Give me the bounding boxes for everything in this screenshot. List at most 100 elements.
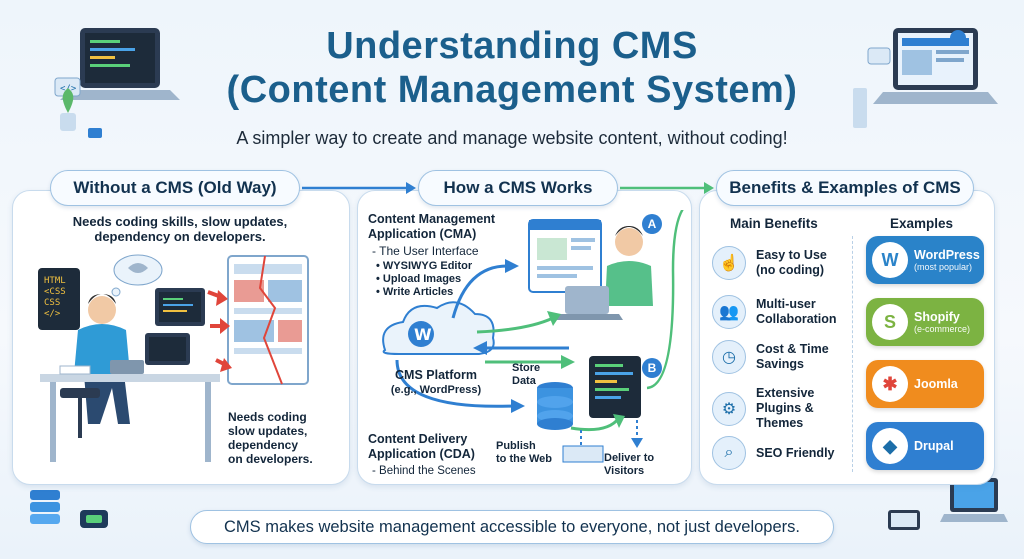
benefit-item-seo: ⌕ SEO Friendly	[712, 436, 835, 470]
joomla-logo-icon: ✱	[872, 366, 908, 402]
arrow-pill-1-to-2	[302, 182, 416, 194]
cms-platform-line-1: CMS Platform	[395, 368, 477, 382]
laptop-illustration-right	[853, 28, 998, 128]
cda-title-line-2: Application (CDA)	[368, 447, 475, 461]
example-shopify: S Shopify (e-commerce)	[866, 298, 984, 346]
column-divider	[852, 236, 853, 472]
store-data-line-2: Data	[512, 375, 536, 387]
cda-subtitle: - Behind the Scenes	[372, 465, 476, 477]
cma-feature-list: WYSIWYG Editor Upload Images Write Artic…	[376, 260, 472, 299]
example-name: Joomla	[914, 377, 958, 391]
deliver-line-1: Deliver to	[604, 452, 655, 464]
deliver-line-2: Visitors	[604, 465, 645, 477]
heading-without-cms: Without a CMS (Old Way)	[50, 170, 300, 206]
joomla-logo-glyph: ✱	[882, 373, 898, 394]
left-description: Needs coding skills, slow updates, depen…	[40, 214, 320, 244]
hand-pointer-icon: ☝	[712, 246, 746, 280]
badge-b: B	[642, 358, 662, 378]
example-text: Drupal	[914, 439, 954, 453]
page-subtitle: A simpler way to create and manage websi…	[236, 128, 788, 148]
example-name: WordPress	[914, 248, 980, 262]
benefit-label-line: Multi-user	[756, 297, 816, 311]
heading-how-cms-works: How a CMS Works	[418, 170, 618, 206]
cms-flow-illustration: W	[382, 210, 684, 463]
laptop-illustration-left: </>	[54, 28, 180, 138]
benefit-item-easy: ☝ Easy to Use (no coding)	[712, 246, 827, 280]
publish-line-2: to the Web	[496, 453, 553, 465]
example-joomla: ✱ Joomla	[866, 360, 984, 408]
benefits-title: Main Benefits	[730, 216, 818, 231]
left-note-line-3: dependency	[228, 438, 299, 452]
benefit-item-plugins: ⚙ Extensive Plugins & Themes	[712, 386, 814, 431]
benefit-label-line: Easy to Use	[756, 248, 827, 262]
gear-icon: ⚙	[712, 391, 746, 426]
left-note-line-1: Needs coding	[228, 410, 307, 424]
benefit-label-line: Extensive	[756, 386, 815, 400]
heading-benefits: Benefits & Examples of CMS	[716, 170, 974, 206]
drupal-logo-icon: ◆	[872, 428, 908, 464]
badge-a: A	[642, 214, 662, 234]
benefit-item-collaboration: 👥 Multi-user Collaboration	[712, 295, 837, 329]
example-name: Drupal	[914, 439, 954, 453]
store-data-line-1: Store	[512, 362, 541, 374]
device-illustration-bottom-right	[888, 478, 1008, 530]
example-drupal: ◆ Drupal	[866, 422, 984, 470]
cma-feature-item: WYSIWYG Editor	[376, 260, 472, 273]
magnifier-icon: ⌕	[712, 436, 746, 470]
page-title: Understanding CMS (Content Management Sy…	[0, 24, 1024, 112]
code-line-4: </>	[44, 309, 61, 319]
left-note-line-4: on developers.	[228, 452, 313, 466]
benefit-item-cost: ◷ Cost & Time Savings	[712, 340, 829, 374]
cma-subtitle: - The User Interface	[372, 244, 479, 258]
example-text: WordPress (most popular)	[914, 248, 980, 272]
left-description-text: Needs coding skills, slow updates, depen…	[72, 214, 288, 244]
footer-banner: CMS makes website management accessible …	[190, 510, 834, 544]
example-name: Shopify	[914, 310, 960, 324]
example-sub: (e-commerce)	[914, 324, 971, 334]
svg-text:W: W	[414, 325, 432, 344]
cda-title-line-1: Content Delivery	[368, 432, 468, 446]
cma-title-line-2: Application (CMA)	[368, 227, 477, 241]
benefit-label-line: Savings	[756, 357, 804, 371]
device-illustration-bottom-left	[30, 490, 108, 528]
deliver-label: Deliver to Visitors	[604, 452, 654, 478]
benefit-label: SEO Friendly	[756, 446, 835, 461]
cms-platform-line-2: (e.g., WordPress)	[390, 384, 482, 396]
benefit-label: Extensive Plugins & Themes	[756, 386, 814, 431]
cma-feature-item: Write Articles	[376, 286, 472, 299]
title-line-2: (Content Management System)	[226, 69, 798, 111]
code-line-1: HTML	[44, 276, 66, 286]
left-note: Needs coding slow updates, dependency on…	[228, 410, 338, 466]
arrow-pill-2-to-3	[620, 182, 714, 194]
example-sub: (most popular)	[914, 262, 973, 272]
benefit-label: Cost & Time Savings	[756, 342, 829, 372]
cms-platform-label: CMS Platform (e.g., WordPress)	[376, 368, 496, 398]
benefit-label-line: Plugins &	[756, 401, 814, 415]
wordpress-logo-icon: W	[872, 242, 908, 278]
example-text: Shopify (e-commerce)	[914, 310, 970, 334]
benefit-label: Multi-user Collaboration	[756, 297, 837, 327]
clock-icon: ◷	[712, 340, 746, 374]
benefit-label-line: SEO Friendly	[756, 445, 835, 460]
benefit-label-line: Themes	[756, 416, 804, 430]
cma-title-line-1: Content Management	[368, 212, 496, 226]
benefit-label-line: (no coding)	[756, 263, 825, 277]
benefit-label: Easy to Use (no coding)	[756, 248, 827, 278]
drupal-logo-glyph: ◆	[883, 435, 897, 456]
code-line-2: <CSS	[44, 287, 66, 297]
footer-text: CMS makes website management accessible …	[224, 517, 800, 536]
wordpress-logo-glyph: W	[881, 249, 899, 270]
developer-illustration	[38, 254, 309, 462]
shopify-logo-glyph: S	[883, 311, 896, 332]
users-icon: 👥	[712, 295, 746, 329]
benefit-label-line: Cost & Time	[756, 342, 829, 356]
code-line-3: CSS	[44, 298, 61, 308]
cma-feature-item: Upload Images	[376, 273, 472, 286]
shopify-logo-icon: S	[872, 304, 908, 340]
examples-title: Examples	[890, 216, 954, 231]
publish-label: Publish to the Web	[496, 440, 552, 466]
cda-title: Content Delivery Application (CDA)	[368, 432, 528, 462]
cma-title: Content Management Application (CMA)	[368, 212, 538, 242]
publish-line-1: Publish	[496, 440, 536, 452]
store-data-label: Store Data	[512, 362, 540, 388]
